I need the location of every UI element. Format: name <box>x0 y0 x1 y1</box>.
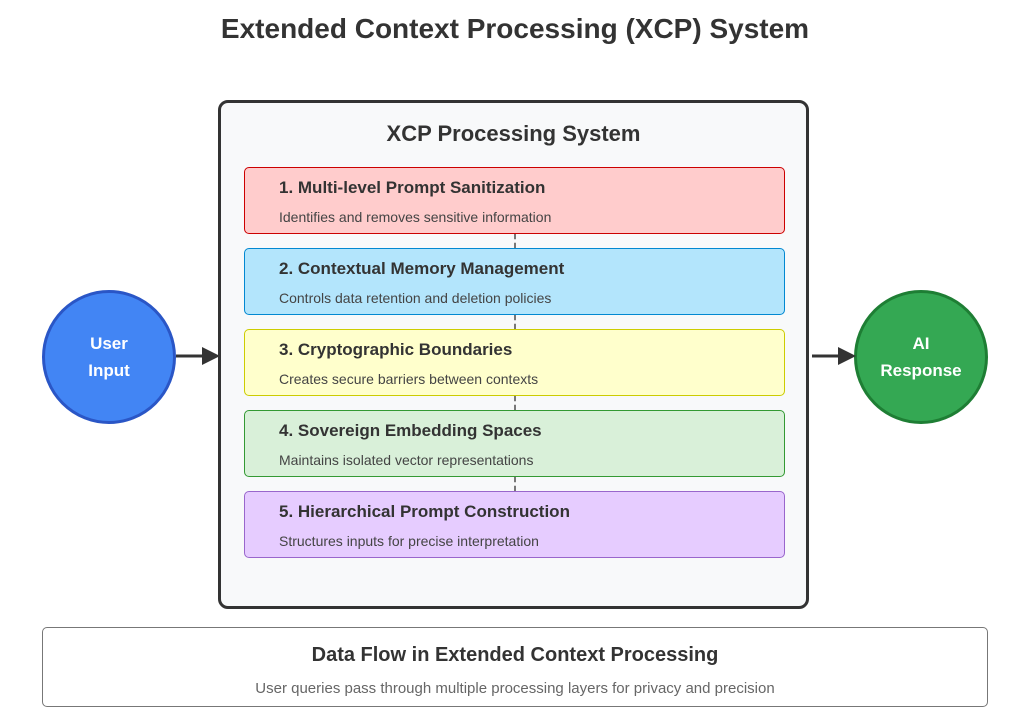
layer-prompt-sanitization: 1. Multi-level Prompt Sanitization Ident… <box>244 167 785 234</box>
layer-cryptographic-boundaries: 3. Cryptographic Boundaries Creates secu… <box>244 329 785 396</box>
layer-title: 4. Sovereign Embedding Spaces <box>279 421 542 440</box>
ai-response-node: AI Response <box>854 290 988 424</box>
layer-description: Creates secure barriers between contexts <box>279 371 539 387</box>
data-flow-summary: Data Flow in Extended Context Processing… <box>42 627 988 707</box>
layer-memory-management: 2. Contextual Memory Management Controls… <box>244 248 785 315</box>
layer-connector <box>514 396 516 410</box>
layer-description: Structures inputs for precise interpreta… <box>279 533 539 549</box>
page-title: Extended Context Processing (XCP) System <box>220 13 810 44</box>
layer-description: Identifies and removes sensitive informa… <box>279 209 552 225</box>
layer-connector <box>514 315 516 329</box>
layer-description: Maintains isolated vector representation… <box>279 452 534 468</box>
output-arrow-icon <box>812 347 856 365</box>
layer-description: Controls data retention and deletion pol… <box>279 290 552 306</box>
layer-connector <box>514 234 516 248</box>
user-input-node: User Input <box>42 290 176 424</box>
layer-title: 5. Hierarchical Prompt Construction <box>279 502 570 521</box>
layer-connector <box>514 477 516 491</box>
layer-title: 1. Multi-level Prompt Sanitization <box>279 178 546 197</box>
layer-title: 2. Contextual Memory Management <box>279 259 565 278</box>
input-arrow-icon <box>176 347 220 365</box>
layer-title: 3. Cryptographic Boundaries <box>279 340 513 359</box>
layer-prompt-construction: 5. Hierarchical Prompt Construction Stru… <box>244 491 785 558</box>
user-input-label: User Input <box>88 334 130 380</box>
layer-embedding-spaces: 4. Sovereign Embedding Spaces Maintains … <box>244 410 785 477</box>
ai-response-label: AI Response <box>880 334 962 380</box>
system-title: XCP Processing System <box>386 121 641 146</box>
footer-description: User queries pass through multiple proce… <box>255 680 775 697</box>
footer-title: Data Flow in Extended Context Processing <box>311 644 719 666</box>
